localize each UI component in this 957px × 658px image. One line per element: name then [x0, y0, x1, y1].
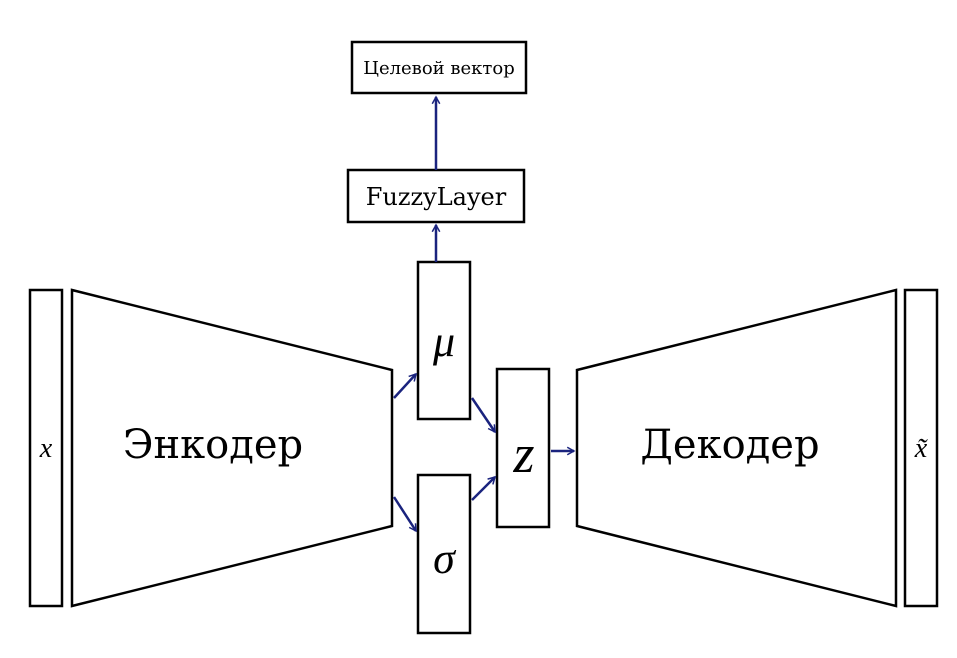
encoder-label: Энкодер [123, 422, 303, 468]
z-box: z [495, 367, 551, 529]
target-vector-box: Целевой вектор [350, 40, 528, 95]
decoder-label: Декодер [640, 422, 819, 468]
input-label: x [39, 433, 53, 464]
mu-box: μ [416, 260, 472, 421]
fuzzy-layer-label: FuzzyLayer [366, 183, 507, 211]
mu-label: μ [432, 317, 455, 366]
decoder-block: Декодер [575, 288, 898, 608]
arrows [392, 97, 574, 531]
arrow-encoder-to-sigma [392, 496, 418, 531]
encoder-block: Энкодер [70, 288, 394, 608]
arrow-encoder-to-mu [393, 374, 416, 399]
arrow-mu-to-z [470, 397, 497, 432]
sigma-box: σ [416, 473, 472, 635]
fuzzy-layer-box: FuzzyLayer [346, 168, 526, 224]
sigma-label: σ [433, 534, 457, 583]
output-label: x̃ [914, 433, 929, 464]
arrow-sigma-to-z [471, 477, 495, 501]
z-label: z [512, 424, 534, 484]
target-vector-label: Целевой вектор [363, 58, 514, 79]
input-vector: x [28, 288, 64, 608]
output-vector: x̃ [903, 288, 939, 608]
